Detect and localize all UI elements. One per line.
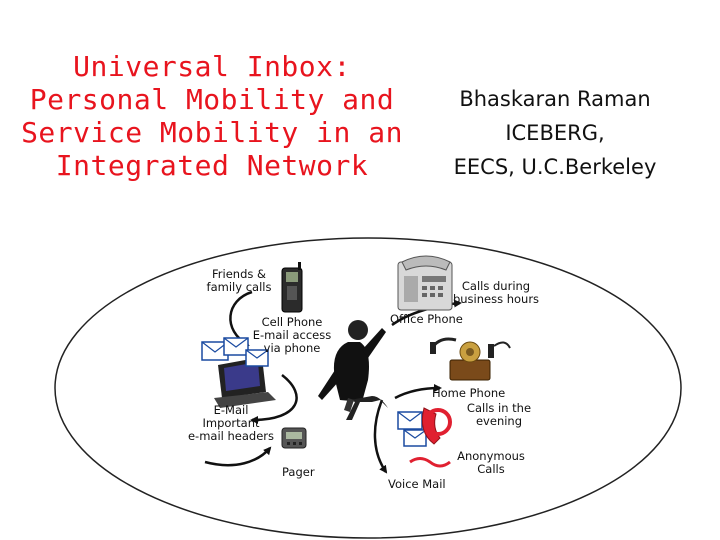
- envelope-icon: [223, 337, 249, 356]
- title-line-3: Service Mobility in an: [21, 116, 403, 149]
- envelope-icon: [403, 429, 427, 447]
- anonymous-calls-label: Anonymous Calls: [457, 449, 525, 476]
- arrow-to-home-phone: [394, 384, 442, 400]
- pager-icon: [281, 427, 307, 449]
- network-ellipse: [54, 237, 682, 539]
- title-line-2: Personal Mobility and: [29, 83, 395, 116]
- arrow-to-pager: [204, 446, 272, 467]
- author-group: ICEBERG,: [505, 121, 605, 145]
- author-block: Bhaskaran Raman ICEBERG, EECS, U.C.Berke…: [432, 82, 678, 184]
- title-line-4: Integrated Network: [55, 149, 369, 182]
- person-on-phone-icon: [318, 320, 388, 420]
- email-label: E-Mail Important e-mail headers: [187, 403, 275, 443]
- title-line-1: Universal Inbox:: [73, 50, 351, 83]
- cell-phone-icon: [281, 262, 303, 313]
- handset-icon: [409, 407, 452, 468]
- cell-phone-label: Cell Phone E-mail access via phone: [252, 315, 332, 355]
- slide-title: Universal Inbox: Personal Mobility and S…: [20, 50, 404, 182]
- author-affiliation: EECS, U.C.Berkeley: [453, 155, 657, 179]
- arrow-to-voice-mail: [373, 399, 388, 474]
- envelope-icon: [397, 411, 423, 430]
- home-phone-icon: [430, 337, 511, 381]
- envelope-icon: [245, 349, 269, 367]
- pager-label: Pager: [282, 465, 315, 479]
- arrow-to-cell-phone: [229, 290, 253, 347]
- author-name: Bhaskaran Raman: [459, 87, 651, 111]
- friends-family-label: Friends & family calls: [206, 267, 272, 294]
- office-phone-icon: [397, 255, 453, 311]
- evening-label: Calls in the evening: [466, 401, 532, 428]
- business-hours-label: Calls during business hours: [452, 279, 540, 306]
- home-phone-label: Home Phone: [432, 386, 506, 400]
- arrow-to-email: [250, 374, 298, 424]
- voice-mail-label: Voice Mail: [388, 477, 446, 491]
- voice-mail-icon: [397, 407, 452, 468]
- office-phone-label: Office Phone: [390, 312, 463, 326]
- laptop-email-icon: [201, 337, 276, 408]
